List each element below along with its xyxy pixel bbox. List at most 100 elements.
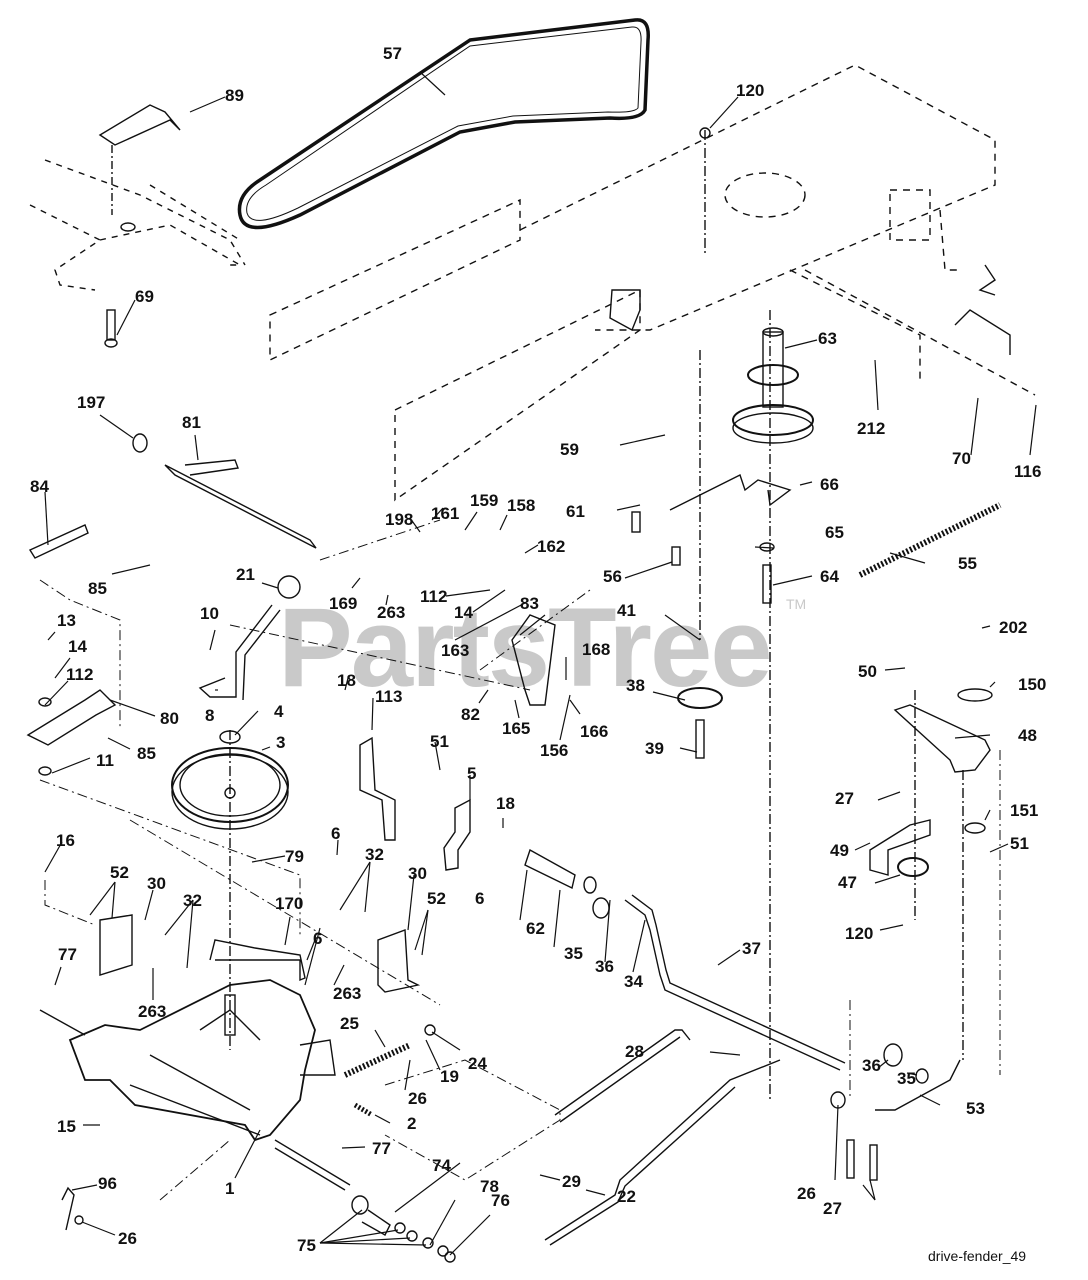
- callout-263-left[interactable]: 263: [138, 1002, 167, 1021]
- callout-158[interactable]: 158: [507, 496, 536, 515]
- callout-78[interactable]: 78: [480, 1177, 499, 1196]
- callout-77[interactable]: 77: [58, 945, 77, 964]
- callout-48[interactable]: 48: [1018, 726, 1037, 745]
- callout-120-lower[interactable]: 120: [845, 924, 874, 943]
- callout-212[interactable]: 212: [857, 419, 886, 438]
- callout-6-mid[interactable]: 6: [475, 889, 485, 908]
- callout-80[interactable]: 80: [160, 709, 179, 728]
- callout-1[interactable]: 1: [225, 1179, 235, 1198]
- callout-10[interactable]: 10: [200, 604, 219, 623]
- callout-53[interactable]: 53: [966, 1099, 985, 1118]
- callout-29[interactable]: 29: [562, 1172, 581, 1191]
- callout-156[interactable]: 156: [540, 741, 569, 760]
- callout-161[interactable]: 161: [431, 504, 460, 523]
- callout-32[interactable]: 32: [365, 845, 384, 864]
- callout-75[interactable]: 75: [297, 1236, 316, 1255]
- callout-26-left[interactable]: 26: [118, 1229, 137, 1248]
- callout-8[interactable]: 8: [205, 706, 215, 725]
- callout-27[interactable]: 27: [835, 789, 854, 808]
- callout-36-right[interactable]: 36: [862, 1056, 881, 1075]
- callout-38[interactable]: 38: [626, 676, 645, 695]
- callout-18[interactable]: 18: [337, 671, 356, 690]
- callout-59[interactable]: 59: [560, 440, 579, 459]
- callout-64[interactable]: 64: [820, 567, 839, 586]
- callout-96[interactable]: 96: [98, 1174, 117, 1193]
- callout-18-right[interactable]: 18: [496, 794, 515, 813]
- callout-34[interactable]: 34: [624, 972, 643, 991]
- callout-13[interactable]: 13: [57, 611, 76, 630]
- callout-62[interactable]: 62: [526, 919, 545, 938]
- callout-37[interactable]: 37: [742, 939, 761, 958]
- callout-74[interactable]: 74: [432, 1156, 451, 1175]
- callout-30-right[interactable]: 30: [408, 864, 427, 883]
- callout-66[interactable]: 66: [820, 475, 839, 494]
- callout-159[interactable]: 159: [470, 491, 499, 510]
- callout-24[interactable]: 24: [468, 1054, 487, 1073]
- callout-6[interactable]: 6: [331, 824, 341, 843]
- callout-65[interactable]: 65: [825, 523, 844, 542]
- callout-69[interactable]: 69: [135, 287, 154, 306]
- callout-25[interactable]: 25: [340, 1014, 359, 1033]
- callout-63[interactable]: 63: [818, 329, 837, 348]
- callout-263-right[interactable]: 263: [333, 984, 362, 1003]
- callout-113[interactable]: 113: [375, 687, 403, 706]
- callout-49[interactable]: 49: [830, 841, 849, 860]
- callout-26[interactable]: 26: [408, 1089, 427, 1108]
- callout-85-lower[interactable]: 85: [137, 744, 156, 763]
- callout-3[interactable]: 3: [276, 733, 286, 752]
- callout-84[interactable]: 84: [30, 477, 49, 496]
- callout-32-left[interactable]: 32: [183, 891, 202, 910]
- callout-14-left[interactable]: 14: [68, 637, 87, 656]
- callout-41[interactable]: 41: [617, 601, 636, 620]
- callout-36[interactable]: 36: [595, 957, 614, 976]
- callout-56[interactable]: 56: [603, 567, 622, 586]
- callout-198[interactable]: 198: [385, 510, 414, 529]
- callout-21[interactable]: 21: [236, 565, 255, 584]
- callout-112-left[interactable]: 112: [66, 665, 94, 684]
- callout-22[interactable]: 22: [617, 1187, 636, 1206]
- callout-81[interactable]: 81: [182, 413, 201, 432]
- callout-55[interactable]: 55: [958, 554, 977, 573]
- callout-116[interactable]: 116: [1014, 462, 1042, 481]
- callout-50[interactable]: 50: [858, 662, 877, 681]
- callout-47[interactable]: 47: [838, 873, 857, 892]
- callout-120[interactable]: 120: [736, 81, 765, 100]
- callout-151[interactable]: 151: [1010, 801, 1039, 820]
- callout-35-right[interactable]: 35: [897, 1069, 916, 1088]
- callout-82[interactable]: 82: [461, 705, 480, 724]
- callout-16[interactable]: 16: [56, 831, 75, 850]
- callout-169[interactable]: 169: [329, 594, 358, 613]
- callout-51-right[interactable]: 51: [1010, 834, 1029, 853]
- callout-30[interactable]: 30: [147, 874, 166, 893]
- callout-77-lower[interactable]: 77: [372, 1139, 391, 1158]
- callout-162[interactable]: 162: [537, 537, 566, 556]
- callout-85[interactable]: 85: [88, 579, 107, 598]
- callout-35[interactable]: 35: [564, 944, 583, 963]
- callout-5[interactable]: 5: [467, 764, 477, 783]
- callout-197[interactable]: 197: [77, 393, 106, 412]
- callout-6-upper[interactable]: 6: [313, 929, 323, 948]
- callout-27-lower[interactable]: 27: [823, 1199, 842, 1218]
- callout-51[interactable]: 51: [430, 732, 449, 751]
- callout-2[interactable]: 2: [407, 1114, 417, 1133]
- callout-26-lower[interactable]: 26: [797, 1184, 816, 1203]
- callout-263[interactable]: 263: [377, 603, 406, 622]
- callout-202[interactable]: 202: [999, 618, 1028, 637]
- callout-52[interactable]: 52: [110, 863, 129, 882]
- callout-89[interactable]: 89: [225, 86, 244, 105]
- callout-76[interactable]: 76: [491, 1191, 510, 1210]
- callout-15[interactable]: 15: [57, 1117, 76, 1136]
- callout-112[interactable]: 112: [420, 587, 448, 606]
- callout-61[interactable]: 61: [566, 502, 585, 521]
- callout-4[interactable]: 4: [274, 702, 284, 721]
- callout-170[interactable]: 170: [275, 894, 304, 913]
- callout-79[interactable]: 79: [285, 847, 304, 866]
- callout-11[interactable]: 11: [96, 751, 114, 770]
- callout-165[interactable]: 165: [502, 719, 531, 738]
- callout-57[interactable]: 57: [383, 44, 402, 63]
- callout-150[interactable]: 150: [1018, 675, 1047, 694]
- callout-52-right[interactable]: 52: [427, 889, 446, 908]
- callout-166[interactable]: 166: [580, 722, 609, 741]
- callout-28[interactable]: 28: [625, 1042, 644, 1061]
- callout-39[interactable]: 39: [645, 739, 664, 758]
